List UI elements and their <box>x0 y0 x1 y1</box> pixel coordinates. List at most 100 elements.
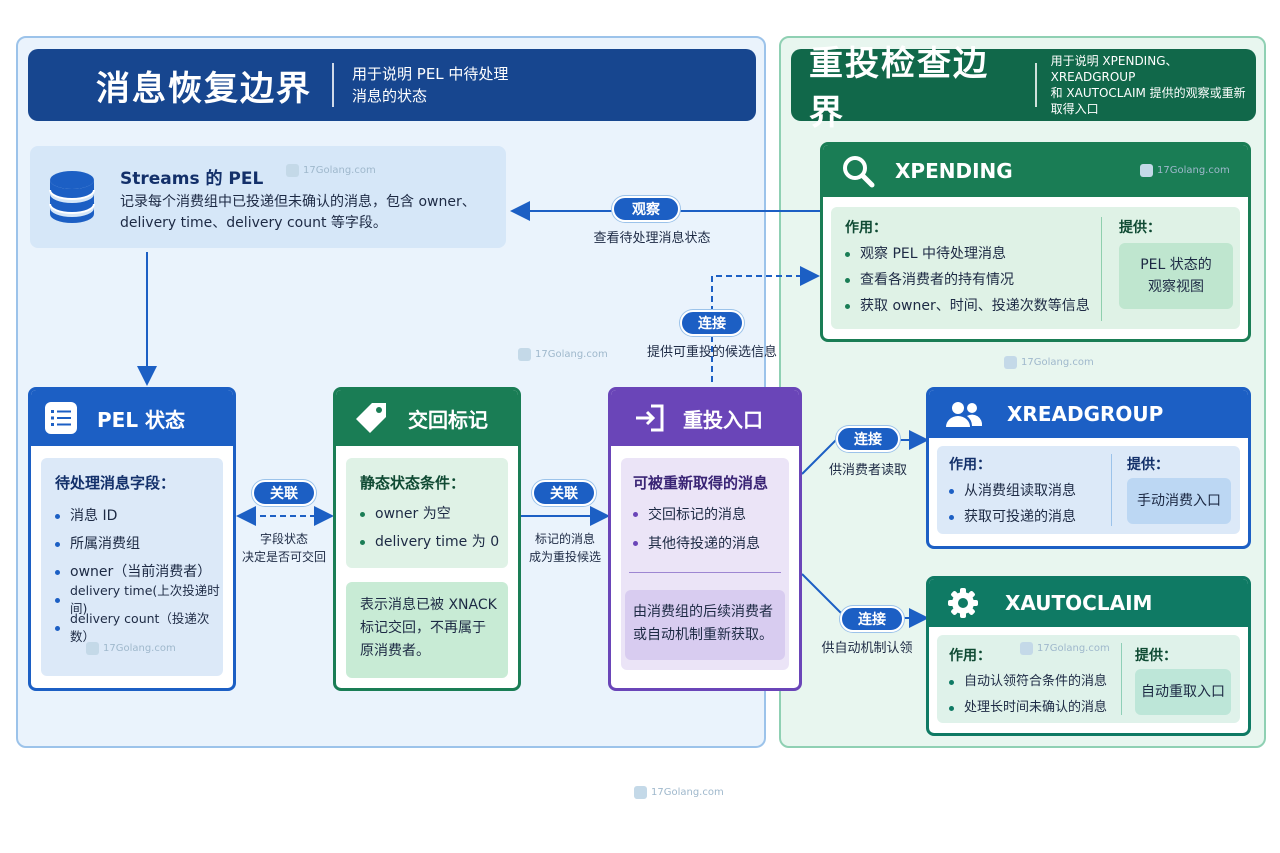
xreadgroup-list: 从消费组读取消息 获取可投递的消息 <box>949 478 1076 530</box>
xpending-list: 观察 PEL 中待处理消息 查看各消费者的持有情况 获取 owner、时间、投递… <box>845 241 1090 319</box>
banner-divider <box>1034 63 1037 107</box>
xpending-provide-line: PEL 状态的 <box>1140 257 1212 273</box>
xautoclaim-card: XAUTOCLAIM 作用： 自动认领符合条件的消息 处理长时间未确认的消息 提… <box>926 576 1251 736</box>
list-item-text: 观察 PEL 中待处理消息 <box>860 246 1006 262</box>
xreadgroup-provide-label: 提供： <box>1127 457 1169 473</box>
xautoclaim-provide-label: 提供： <box>1135 648 1177 664</box>
pel-state-header: PEL 状态 <box>31 390 233 446</box>
watermark: 17Golang.com <box>286 164 376 177</box>
redeliver-entry-note-text: 由消费组的后续消费者 或自动机制重新获取。 <box>633 601 773 647</box>
redeliver-note-line: 或自动机制重新获取。 <box>633 627 773 643</box>
list-item: 获取 owner、时间、投递次数等信息 <box>845 293 1090 319</box>
connect-claim-pill: 连接 <box>840 606 904 632</box>
list-item-text: 所属消费组 <box>70 536 140 552</box>
watermark: 17Golang.com <box>1004 356 1094 369</box>
watermark: 17Golang.com <box>634 786 724 799</box>
search-icon <box>841 154 875 188</box>
assoc-left-caption-line: 决定是否可交回 <box>241 550 326 564</box>
list-item-text: 获取可投递的消息 <box>964 509 1076 525</box>
xautoclaim-list: 自动认领符合条件的消息 处理长时间未确认的消息 <box>949 669 1107 721</box>
streams-pel-box: Streams 的 PEL 记录每个消费组中已投递但未确认的消息，包含 owne… <box>30 146 506 248</box>
connect-read-pill: 连接 <box>836 426 900 452</box>
streams-pel-desc: 记录每个消费组中已投递但未确认的消息，包含 owner、 delivery ti… <box>120 192 476 234</box>
return-mark-title: 交回标记 <box>408 407 488 432</box>
list-item: 交回标记的消息 <box>633 500 760 529</box>
assoc-left-pill: 关联 <box>252 480 316 506</box>
return-mark-conditions: 静态状态条件： owner 为空 delivery time 为 0 <box>346 458 508 568</box>
list-item-text: 自动认领符合条件的消息 <box>964 674 1108 689</box>
list-item-text: delivery count（投递次数） <box>70 611 210 644</box>
tag-icon <box>354 401 388 435</box>
return-mark-header: 交回标记 <box>336 390 518 446</box>
xpending-provide-line: 观察视图 <box>1148 279 1204 295</box>
streams-pel-desc-line: 记录每个消费组中已投递但未确认的消息，包含 owner、 <box>120 194 476 210</box>
right-panel-title: 重投检查边界 <box>809 44 989 133</box>
return-mark-note-line: 原消费者。 <box>360 643 430 659</box>
divider <box>1101 217 1102 321</box>
watermark-text: 17Golang.com <box>651 787 724 798</box>
watermark: 17Golang.com <box>518 348 608 361</box>
assoc-mid-caption-line: 标记的消息 <box>534 532 595 546</box>
redeliver-entry-title: 重投入口 <box>683 407 763 432</box>
return-mark-note-text: 表示消息已被 XNACK 标记交回，不再属于 原消费者。 <box>360 594 497 663</box>
redeliver-entry-note: 由消费组的后续消费者 或自动机制重新获取。 <box>625 590 785 660</box>
right-banner: 重投检查边界 用于说明 XPENDING、XREADGROUP 和 XAUTOC… <box>791 44 1256 133</box>
list-item: delivery time 为 0 <box>360 528 499 556</box>
xpending-title: XPENDING <box>895 159 1013 183</box>
list-item: 从消费组读取消息 <box>949 478 1076 504</box>
right-panel-desc: 用于说明 XPENDING、XREADGROUP 和 XAUTOCLAIM 提供… <box>1051 53 1256 117</box>
watermark-text: 17Golang.com <box>535 349 608 360</box>
left-panel-desc: 用于说明 PEL 中待处理 消息的状态 <box>352 63 508 107</box>
list-item-text: delivery time(上次投递时间) <box>70 583 220 616</box>
watermark-text: 17Golang.com <box>303 165 376 176</box>
list-item-text: delivery time 为 0 <box>375 534 500 550</box>
list-item: 自动认领符合条件的消息 <box>949 669 1107 695</box>
divider <box>1121 643 1122 715</box>
assoc-left-caption-line: 字段状态 <box>259 532 308 546</box>
streams-pel-desc-line: delivery time、delivery count 等字段。 <box>120 215 387 231</box>
left-panel-desc-line: 消息的状态 <box>352 87 428 105</box>
list-item-text: 处理长时间未确认的消息 <box>964 700 1108 715</box>
xreadgroup-body: 作用： 从消费组读取消息 获取可投递的消息 提供： 手动消费入口 <box>937 446 1240 534</box>
banner-divider <box>332 63 334 107</box>
list-item-text: 获取 owner、时间、投递次数等信息 <box>860 298 1090 314</box>
list-item: delivery count（投递次数） <box>55 611 223 644</box>
list-item: 观察 PEL 中待处理消息 <box>845 241 1090 267</box>
redeliver-note-line: 由消费组的后续消费者 <box>633 604 773 620</box>
list-item: 处理长时间未确认的消息 <box>949 695 1107 721</box>
xreadgroup-header: XREADGROUP <box>929 390 1248 438</box>
watermark-text: 17Golang.com <box>1157 165 1230 176</box>
watermark: 17Golang.com <box>1020 642 1110 655</box>
return-mark-subtitle: 静态状态条件： <box>360 474 466 492</box>
list-item: 其他待投递的消息 <box>633 529 760 558</box>
assoc-mid-pill: 关联 <box>532 480 596 506</box>
connect-top-pill: 连接 <box>680 310 744 336</box>
list-item: 查看各消费者的持有情况 <box>845 267 1090 293</box>
xpending-header: XPENDING <box>823 145 1248 197</box>
return-mark-note: 表示消息已被 XNACK 标记交回，不再属于 原消费者。 <box>346 582 508 678</box>
watermark: 17Golang.com <box>86 642 176 655</box>
list-icon <box>45 402 77 434</box>
left-banner: 消息恢复边界 用于说明 PEL 中待处理 消息的状态 <box>28 49 756 121</box>
connect-top-arrow <box>711 266 820 382</box>
observe-pill: 观察 <box>612 196 680 222</box>
list-item: 获取可投递的消息 <box>949 504 1076 530</box>
connect-claim-caption: 供自动机制认领 <box>821 641 913 656</box>
watermark-text: 17Golang.com <box>1021 357 1094 368</box>
redeliver-entry-header: 重投入口 <box>611 390 799 446</box>
observe-caption: 查看待处理消息状态 <box>593 231 711 246</box>
list-item-text: 交回标记的消息 <box>648 506 746 523</box>
xpending-card: XPENDING 作用： 观察 PEL 中待处理消息 查看各消费者的持有情况 获… <box>820 142 1251 342</box>
xpending-body: 作用： 观察 PEL 中待处理消息 查看各消费者的持有情况 获取 owner、时… <box>831 207 1240 329</box>
divider <box>1111 454 1112 526</box>
redeliver-entry-card: 重投入口 可被重新取得的消息 交回标记的消息 其他待投递的消息 由消费组的后续消… <box>608 387 802 691</box>
xpending-provide-box: PEL 状态的 观察视图 <box>1119 243 1233 309</box>
right-panel-desc-line: 和 XAUTOCLAIM 提供的观察或重新 <box>1050 86 1246 100</box>
assoc-mid-caption-line: 成为重投候选 <box>528 550 601 564</box>
gear-icon <box>947 587 979 619</box>
database-icon <box>48 170 96 228</box>
sign-in-icon <box>633 403 665 433</box>
return-mark-note-line: 标记交回，不再属于 <box>360 620 486 636</box>
xautoclaim-header: XAUTOCLAIM <box>929 579 1248 627</box>
list-item-text: 查看各消费者的持有情况 <box>860 272 1014 288</box>
